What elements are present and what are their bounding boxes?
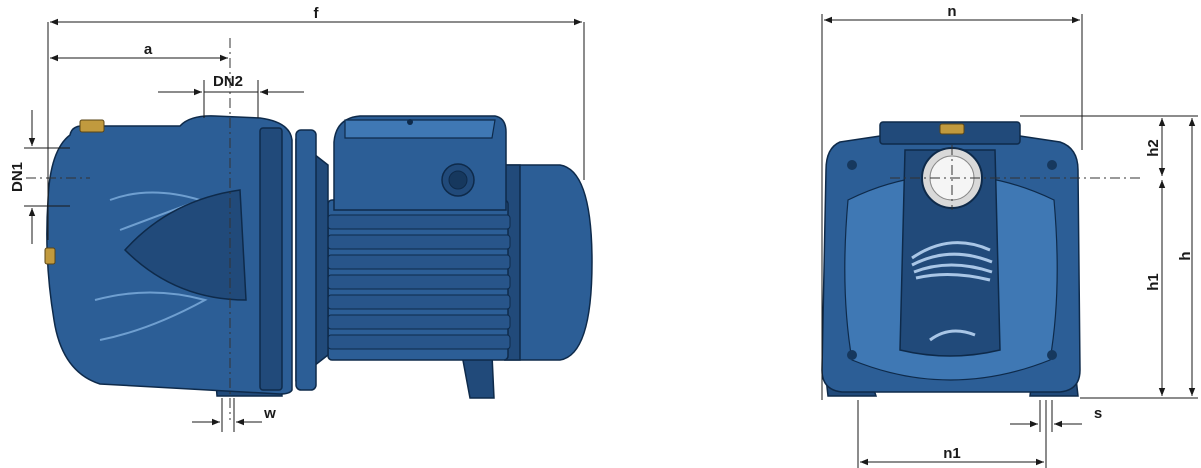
- label-a: a: [144, 41, 153, 58]
- dimension-dn2: DN2: [158, 73, 304, 118]
- dimension-dn1: DN1: [9, 110, 70, 244]
- dimension-n: n: [821, 3, 1083, 400]
- dimension-h1: h1: [1145, 180, 1166, 396]
- front-plug: [939, 123, 965, 135]
- label-w: w: [263, 405, 276, 422]
- label-n: n: [947, 3, 956, 20]
- label-dn2: DN2: [213, 73, 243, 90]
- dimension-a: a: [50, 41, 228, 62]
- pump-side-view: [44, 115, 593, 399]
- label-dn1: DN1: [9, 162, 26, 192]
- dimension-f: f: [47, 5, 585, 240]
- label-f: f: [314, 5, 320, 22]
- motor-fan-cover: [504, 164, 593, 361]
- dimension-h: h: [1020, 115, 1198, 399]
- dimension-h2: h2: [1145, 118, 1166, 176]
- drain-plug: [44, 247, 56, 265]
- casing-motif: [123, 189, 247, 301]
- motor-foot: [461, 354, 495, 399]
- label-s: s: [1094, 405, 1102, 422]
- dimension-w: w: [192, 398, 276, 432]
- motor-cooling-fins: [327, 214, 511, 350]
- pump-front-view: [821, 121, 1081, 397]
- label-h1: h1: [1145, 273, 1162, 291]
- front-logo-arcs: [911, 241, 993, 342]
- dimension-s: s: [1010, 400, 1102, 432]
- dimension-n1: n1: [857, 400, 1047, 468]
- fill-plug: [79, 119, 105, 133]
- label-h: h: [1177, 251, 1194, 260]
- label-h2: h2: [1145, 139, 1162, 157]
- label-n1: n1: [943, 445, 961, 462]
